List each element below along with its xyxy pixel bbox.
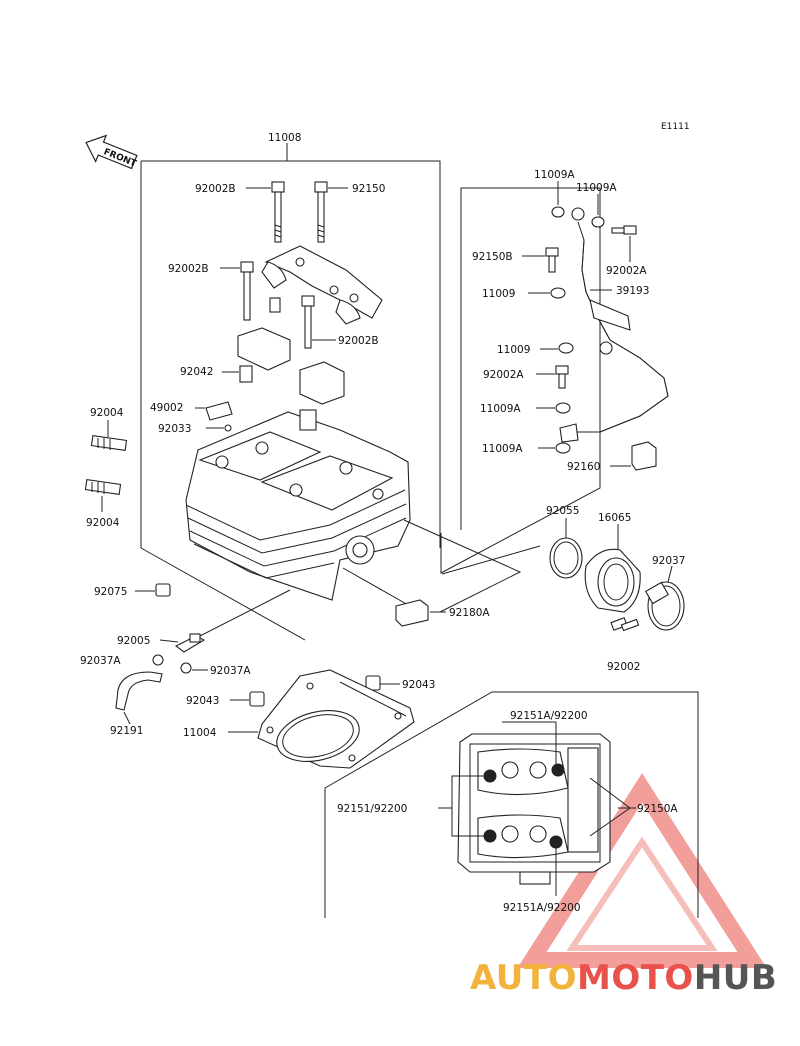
label-92002B-b: 92002B	[168, 263, 209, 275]
watermark-logo: AUTOMOTOHUB	[470, 958, 777, 998]
fitting-92005	[174, 633, 206, 653]
part-92180A	[395, 599, 429, 627]
label-92043-b: 92043	[402, 679, 435, 691]
label-92151A-b: 92151A/92200	[503, 902, 581, 914]
front-arrow-icon: FRONT	[85, 134, 138, 170]
label-92043-a: 92043	[186, 695, 219, 707]
dowel-pin-1	[269, 297, 281, 313]
label-92160: 92160	[567, 461, 600, 473]
bolt-92002	[610, 617, 640, 632]
holder-16065	[584, 548, 641, 613]
cylinder-head-bottom-view	[457, 733, 611, 885]
label-11009-a: 11009	[482, 288, 515, 300]
label-49002: 49002	[150, 402, 183, 414]
gasket-11004	[257, 669, 415, 769]
label-16065: 16065	[598, 512, 631, 524]
label-92151A-a: 92151A/92200	[510, 710, 588, 722]
label-92002B-a: 92002B	[195, 183, 236, 195]
label-11008: 11008	[268, 132, 301, 144]
label-92002A-b: 92002A	[483, 369, 524, 381]
label-92150A: 92150A	[637, 803, 678, 815]
bolt-92150-top	[314, 181, 328, 243]
frame-11008	[140, 143, 601, 641]
label-11009A-c: 11009A	[480, 403, 521, 415]
label-92037A-b: 92037A	[210, 665, 251, 677]
label-92004-b: 92004	[86, 517, 120, 529]
watermark-part3: HUB	[693, 958, 778, 998]
watermark-triangle-icon	[517, 773, 767, 968]
label-11009A-b: 11009A	[576, 182, 617, 194]
label-92037: 92037	[652, 555, 685, 567]
label-92002B-c: 92002B	[338, 335, 379, 347]
stud-92004-a	[90, 435, 128, 451]
watermark-part1: AUTO	[470, 958, 577, 998]
clamp-92037A-b	[180, 662, 192, 674]
bolt-92002A-mid	[555, 365, 569, 389]
label-92075: 92075	[94, 586, 127, 598]
label-92151: 92151/92200	[337, 803, 407, 815]
label-92004-a: 92004	[90, 407, 124, 419]
dowel-92042	[239, 365, 253, 383]
dowel-92043-a	[249, 691, 265, 707]
camshaft-cap-upper	[261, 245, 383, 325]
label-92002: 92002	[607, 661, 640, 673]
clamp-92037A-a	[152, 654, 164, 666]
label-92180A: 92180A	[449, 607, 490, 619]
inset-frame	[324, 691, 699, 918]
label-11009A-d: 11009A	[482, 443, 523, 455]
label-92042: 92042	[180, 366, 213, 378]
label-92005: 92005	[117, 635, 150, 647]
stud-92004-b	[84, 479, 122, 495]
cylinder-head	[185, 409, 411, 601]
washer-11009A-b	[591, 216, 605, 228]
washer-11009A-c	[555, 402, 571, 414]
part-49002	[205, 401, 233, 421]
label-92055: 92055	[546, 505, 579, 517]
o-ring-92055	[549, 537, 583, 579]
hose-92191	[115, 671, 163, 711]
part-92160	[631, 441, 657, 471]
bolt-92002B-mid	[301, 295, 315, 349]
label-11004: 11004	[183, 727, 217, 739]
bolt-92150B	[545, 247, 559, 273]
washer-11009A-a	[551, 206, 565, 218]
camshaft-cap-lower-right	[299, 361, 345, 405]
label-92191: 92191	[110, 725, 143, 737]
bolt-92002A-top	[611, 225, 637, 235]
cap-92075	[155, 583, 171, 597]
washer-11009A-d	[555, 442, 571, 454]
oil-pipe-39193	[559, 207, 669, 443]
part-92033	[224, 424, 232, 432]
watermark-part2: MOTO	[576, 958, 694, 998]
washer-11009-a	[550, 287, 566, 299]
clamp-92037	[644, 581, 685, 631]
label-92150B: 92150B	[472, 251, 513, 263]
label-92037A-a: 92037A	[80, 655, 121, 667]
label-39193: 39193	[616, 285, 649, 297]
bolt-92002B-top	[271, 181, 285, 243]
label-92033: 92033	[158, 423, 191, 435]
label-11009A-a: 11009A	[534, 169, 575, 181]
label-11009-b: 11009	[497, 344, 530, 356]
label-92150: 92150	[352, 183, 385, 195]
label-92002A-a: 92002A	[606, 265, 647, 277]
diagram-code: E1111	[661, 122, 690, 132]
bolt-92002B-left	[240, 261, 254, 321]
camshaft-cap-lower-left	[237, 327, 291, 371]
washer-11009-b	[558, 342, 574, 354]
